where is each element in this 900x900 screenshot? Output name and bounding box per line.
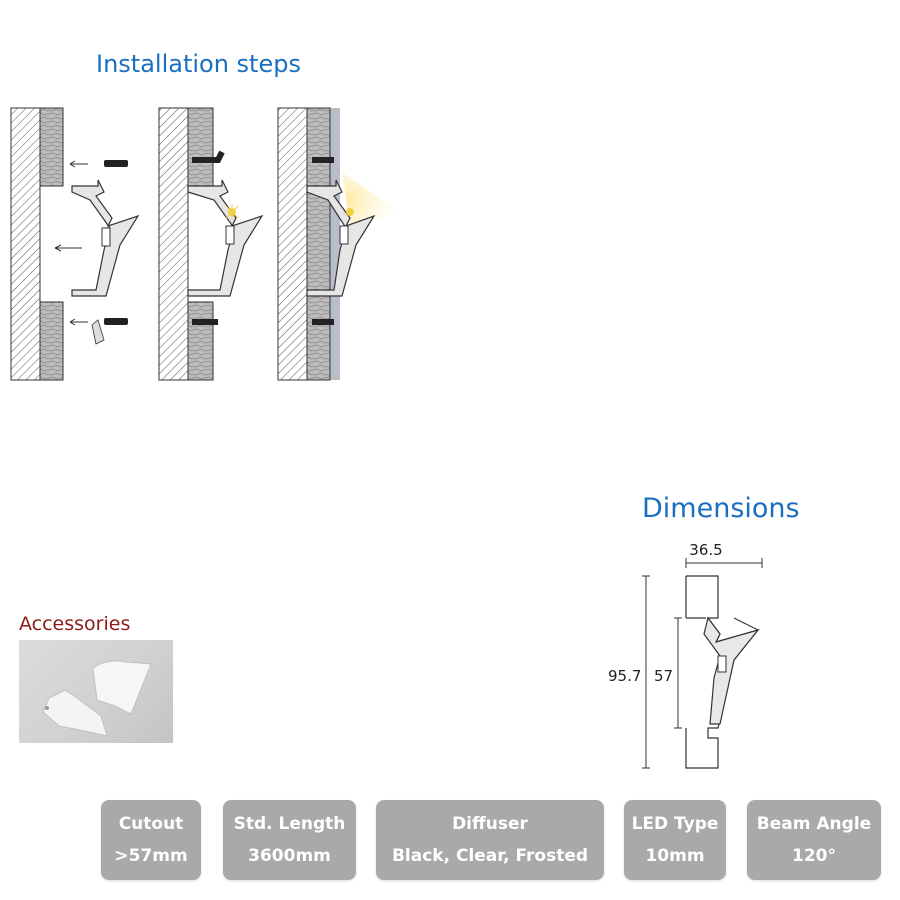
spec-cutout-label: Cutout <box>118 814 184 834</box>
spec-led-type-label: LED Type <box>631 814 719 834</box>
step-3-diagram <box>277 107 400 381</box>
step-2-diagram <box>158 107 264 381</box>
dimensions-diagram: 36.5 95.7 57 <box>608 541 763 769</box>
dimension-cutout-height-label: 57 <box>654 667 673 685</box>
spec-beam-angle-value: 120° <box>792 846 836 866</box>
spec-std-length-label: Std. Length <box>233 814 346 834</box>
step-1-diagram <box>10 107 140 381</box>
installation-steps-diagram <box>10 107 400 381</box>
spec-cutout: Cutout >57mm <box>101 800 201 880</box>
spec-beam-angle: Beam Angle 120° <box>747 800 881 880</box>
dimensions-title: Dimensions <box>642 493 800 524</box>
accessories-title: Accessories <box>19 613 131 635</box>
spec-led-type-value: 10mm <box>645 846 705 866</box>
dimension-total-height-label: 95.7 <box>608 667 641 685</box>
spec-cutout-value: >57mm <box>114 846 188 866</box>
accessories-photo <box>19 640 173 743</box>
spec-diffuser-label: Diffuser <box>452 814 528 834</box>
spec-beam-angle-label: Beam Angle <box>756 814 872 834</box>
dimension-width-label: 36.5 <box>689 541 722 559</box>
spec-diffuser: Diffuser Black, Clear, Frosted <box>376 800 604 880</box>
end-cap-image <box>42 660 152 737</box>
spec-std-length: Std. Length 3600mm <box>223 800 356 880</box>
spec-led-type: LED Type 10mm <box>624 800 726 880</box>
spec-diffuser-value: Black, Clear, Frosted <box>391 846 589 866</box>
spec-std-length-value: 3600mm <box>248 846 331 866</box>
installation-steps-title: Installation steps <box>96 50 301 78</box>
